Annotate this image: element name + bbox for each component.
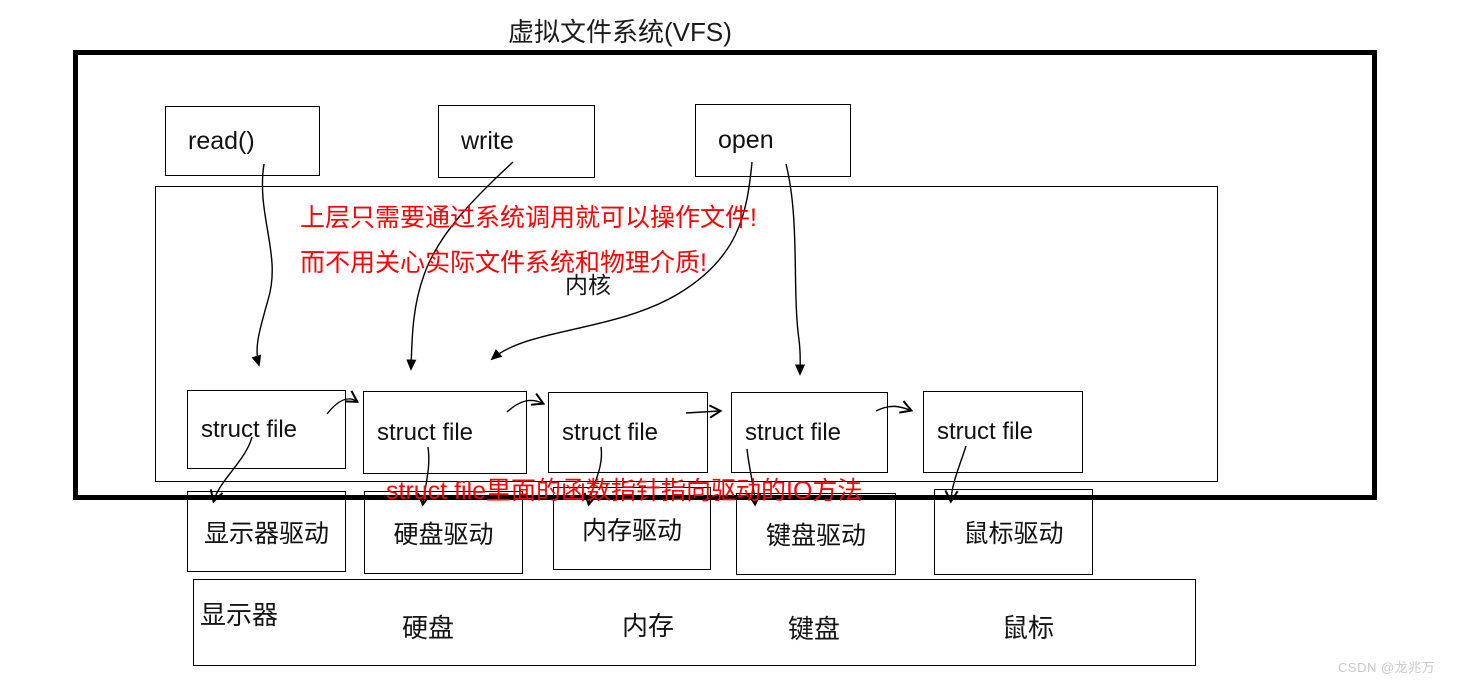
driver-box-disk: 硬盘驱动	[364, 491, 523, 574]
struct-file-label: struct file	[377, 418, 474, 446]
devices-box	[193, 579, 1196, 666]
driver-box-keyboard: 键盘驱动	[736, 493, 896, 575]
struct-file-box-5: struct file	[923, 391, 1083, 473]
driver-box-mouse: 鼠标驱动	[934, 489, 1093, 575]
struct-file-label: struct file	[937, 418, 1034, 445]
annotation-struct-file-note: struct file里面的函数指针指向驱动的IO方法	[386, 477, 863, 505]
driver-box-display: 显示器驱动	[187, 491, 346, 572]
device-keyboard-label: 键盘	[788, 614, 841, 644]
device-memory-label: 内存	[622, 611, 675, 641]
struct-file-label: struct file	[562, 418, 659, 446]
struct-file-box-2: struct file	[363, 391, 527, 474]
device-mouse-label: 鼠标	[1002, 613, 1055, 643]
syscall-read-label: read()	[188, 126, 255, 155]
annotation-syscall-line1: 上层只需要通过系统调用就可以操作文件!	[300, 204, 757, 232]
struct-file-label: struct file	[745, 418, 842, 446]
struct-file-box-3: struct file	[548, 392, 708, 473]
device-disk-label: 硬盘	[402, 613, 455, 643]
driver-disk-label: 硬盘驱动	[393, 520, 494, 549]
syscall-open-label: open	[718, 126, 774, 154]
syscall-write-label: write	[461, 127, 514, 155]
syscall-box-write: write	[438, 105, 595, 178]
driver-display-label: 显示器驱动	[203, 519, 329, 548]
annotation-syscall-line2: 而不用关心实际文件系统和物理介质!	[300, 249, 707, 277]
struct-file-box-4: struct file	[731, 392, 888, 473]
struct-file-label: struct file	[201, 415, 298, 443]
driver-memory-label: 内存驱动	[581, 516, 682, 545]
watermark: CSDN @龙兆万	[1338, 660, 1436, 675]
syscall-box-read: read()	[165, 106, 320, 176]
struct-file-box-1: struct file	[187, 390, 346, 469]
diagram-title: 虚拟文件系统(VFS)	[508, 17, 732, 47]
device-display-label: 显示器	[200, 600, 279, 630]
driver-keyboard-label: 键盘驱动	[765, 522, 866, 550]
driver-mouse-label: 鼠标驱动	[963, 520, 1064, 548]
syscall-box-open: open	[695, 104, 851, 177]
driver-box-memory: 内存驱动	[553, 487, 711, 570]
outer-boundary-box	[73, 50, 1377, 500]
